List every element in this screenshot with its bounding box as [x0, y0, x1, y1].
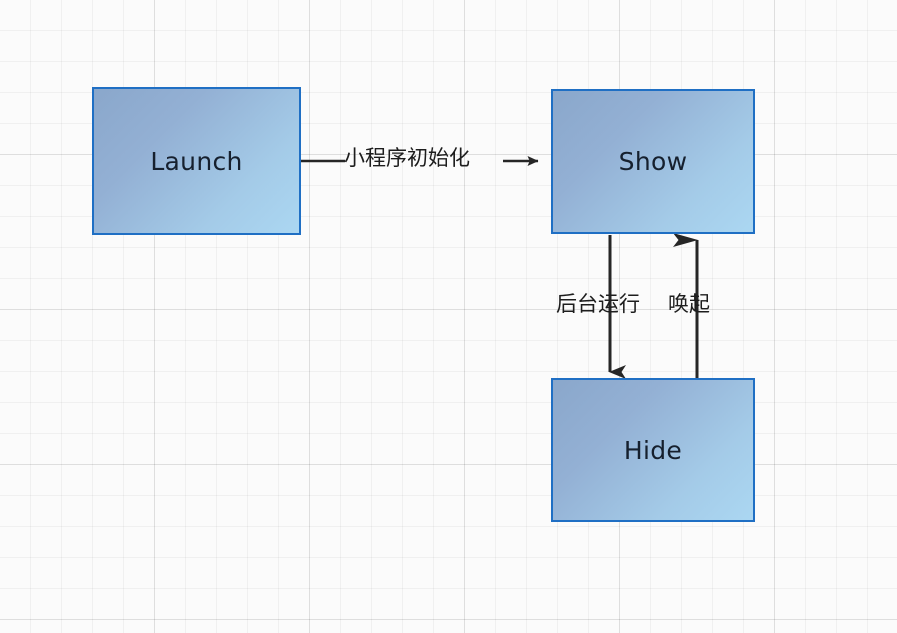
node-launch-label: Launch [150, 146, 243, 176]
edge-label-hide-to-show: 唤起 [668, 292, 710, 316]
node-show-label: Show [618, 147, 688, 176]
node-show[interactable]: Show [551, 89, 755, 234]
node-hide[interactable]: Hide [551, 378, 755, 522]
edge-label-launch-to-show: 小程序初始化 [344, 146, 470, 170]
node-hide-label: Hide [623, 435, 683, 465]
node-launch[interactable]: Launch [92, 87, 301, 235]
edge-label-show-to-hide: 后台运行 [556, 292, 640, 316]
